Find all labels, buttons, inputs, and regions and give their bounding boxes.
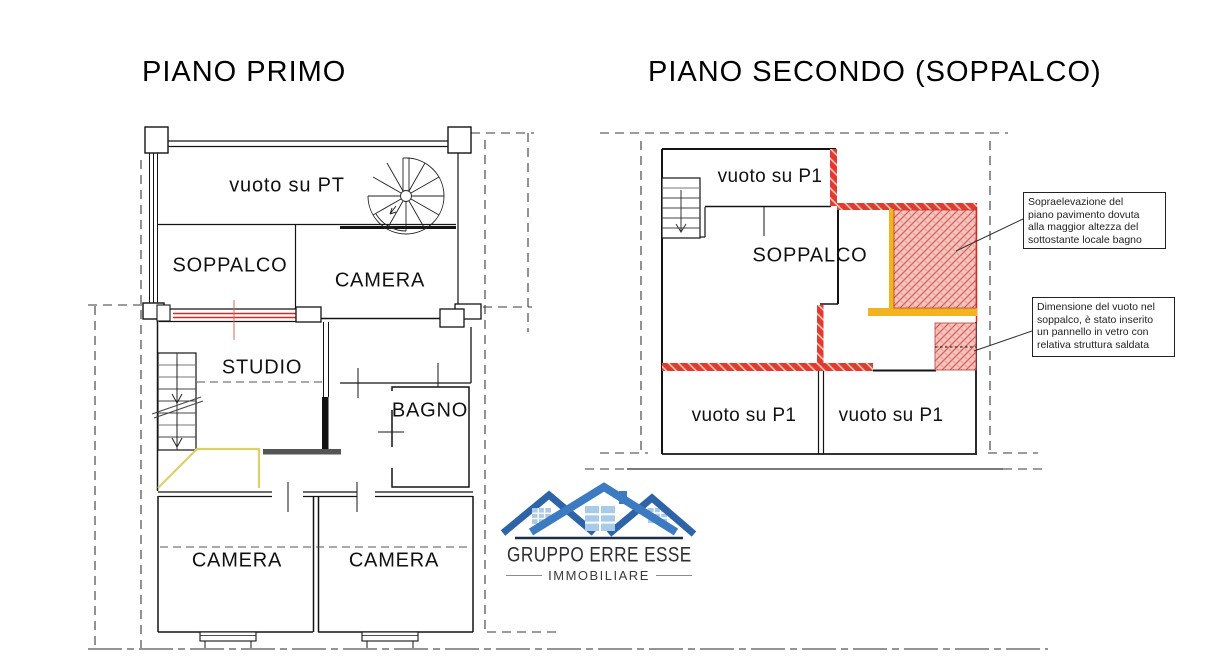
left-plan-title: PIANO PRIMO — [142, 56, 347, 88]
right-plan-walls — [661, 148, 977, 455]
room-label-vuoto-su-p1-bottom-left: vuoto su P1 — [691, 405, 797, 426]
agency-logo: GRUPPO ERRE ESSE IMMOBILIARE — [497, 466, 701, 583]
right-plan — [585, 132, 1048, 470]
annotation-raised-floor: Sopraelevazione del piano pavimento dovu… — [1023, 192, 1166, 249]
leader-lines — [955, 218, 1033, 352]
yellow-markers — [868, 209, 977, 316]
bottom-windows — [199, 631, 419, 648]
room-label-soppalco-right: SOPPALCO — [752, 244, 868, 267]
left-plan — [88, 126, 556, 648]
camera-top-walls — [321, 308, 472, 383]
room-label-camera-bottom-left: CAMERA — [191, 549, 283, 572]
studio-partition-walls — [158, 322, 471, 455]
annotation-glass-panel: Dimensione del vuoto nel soppalco, è sta… — [1032, 297, 1175, 357]
room-label-camera-top: CAMERA — [334, 269, 426, 292]
right-plan-title: PIANO SECONDO (SOPPALCO) — [648, 56, 1102, 88]
logo-houses-icon — [500, 482, 697, 540]
straight-staircase — [151, 352, 204, 451]
logo-rule-left — [506, 575, 543, 576]
logo-rule-right — [655, 575, 692, 576]
right-plan-dashed-reference-lines — [585, 132, 1048, 470]
raised-floor-hatch — [893, 209, 977, 309]
yellow-floor-marker — [157, 447, 261, 489]
logo-company-name: GRUPPO ERRE ESSE — [506, 543, 692, 567]
bedroom-top-walls — [158, 482, 473, 512]
glass-panel-hatch — [934, 322, 977, 371]
red-window-marker — [156, 300, 322, 340]
red-walls — [662, 149, 978, 371]
room-label-vuoto-su-pt: vuoto su PT — [229, 174, 345, 197]
top-beam-and-pillars — [144, 126, 472, 154]
logo-tagline: IMMOBILIARE — [548, 568, 650, 583]
left-plan-dashed-reference-lines — [88, 132, 556, 648]
room-label-bagno: BAGNO — [391, 399, 469, 422]
room-label-camera-bottom-right: CAMERA — [348, 549, 440, 572]
room-label-soppalco-left: SOPPALCO — [172, 254, 288, 277]
bagno-walls — [378, 386, 470, 488]
room-label-studio: STUDIO — [221, 356, 303, 379]
room-label-vuoto-su-p1-top: vuoto su P1 — [717, 166, 823, 187]
spiral-staircase — [367, 157, 445, 235]
right-plan-staircase — [661, 177, 701, 239]
room-label-vuoto-su-p1-bottom-right: vuoto su P1 — [838, 405, 944, 426]
